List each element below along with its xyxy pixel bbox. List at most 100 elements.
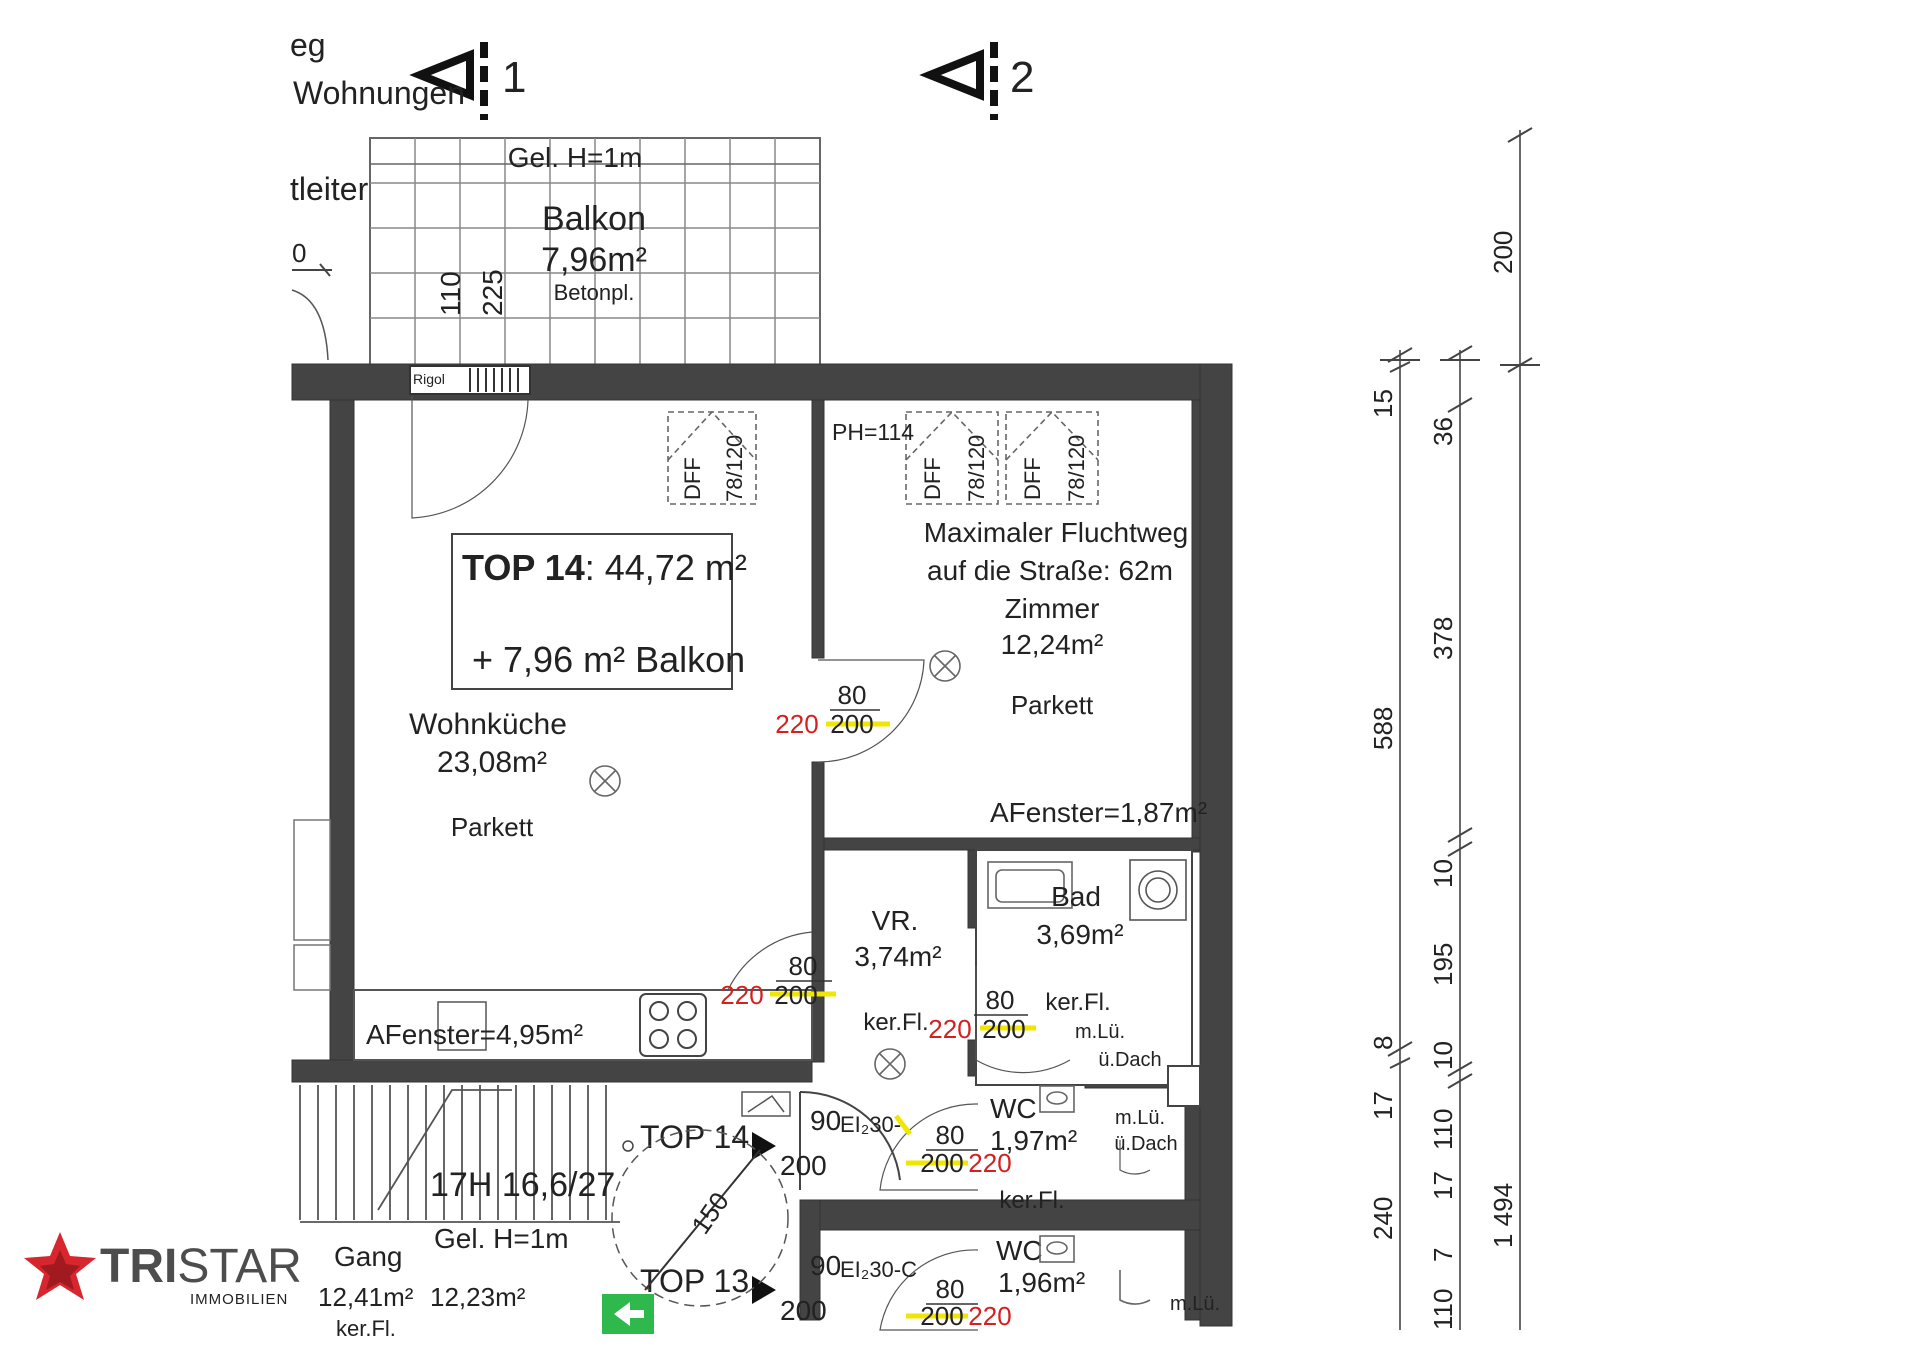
vr-floor: ker.Fl. bbox=[863, 1009, 928, 1036]
stair-spec: 17H 16,6/27 bbox=[430, 1166, 615, 1204]
wc2-door-width: 80 bbox=[936, 1274, 965, 1304]
yellow-mark bbox=[894, 1114, 912, 1136]
skylight-2-size: 78/120 bbox=[964, 435, 989, 502]
wc1-door-height-red: 220 bbox=[968, 1148, 1011, 1178]
balkon-dim-b: 225 bbox=[477, 269, 508, 316]
bad-name: Bad bbox=[1051, 881, 1101, 912]
top13-door-height: 200 bbox=[780, 1295, 827, 1326]
wc1-fixture bbox=[1119, 1140, 1151, 1175]
bad-vent-2: ü.Dach bbox=[1098, 1049, 1161, 1071]
top14-door-height: 200 bbox=[780, 1150, 827, 1181]
unit-balkon-line: + 7,96 m² Balkon bbox=[472, 639, 745, 680]
bad-door-height-red: 220 bbox=[928, 1014, 971, 1044]
wc1-vent-1: m.Lü. bbox=[1115, 1107, 1165, 1129]
wc1-area: 1,97m² bbox=[990, 1125, 1077, 1156]
ceiling-light-icon-zimmer bbox=[929, 650, 961, 682]
unit-box bbox=[451, 533, 733, 690]
kitchen-door-height: 200 bbox=[774, 980, 817, 1010]
top13-door-width: 90 bbox=[810, 1250, 841, 1281]
bad-door-height: 200 bbox=[982, 1014, 1025, 1044]
dimension-chains bbox=[1380, 127, 1540, 1330]
turning-circle bbox=[611, 1129, 789, 1307]
toilet-icon bbox=[1039, 1085, 1075, 1113]
logo-sub: IMMOBILIEN bbox=[190, 1291, 288, 1308]
wc1-name: WC bbox=[990, 1093, 1037, 1124]
logo-name-rest: STAR bbox=[177, 1240, 301, 1293]
section-marker-2-label: 2 bbox=[1010, 53, 1034, 102]
balkon-door-swing bbox=[411, 396, 529, 519]
wc2-door-height-red: 220 bbox=[968, 1301, 1011, 1331]
zimmer-door-height-red: 220 bbox=[775, 709, 818, 739]
shaft-symbol bbox=[741, 1091, 791, 1117]
wc1-floor: ker.Fl. bbox=[999, 1187, 1064, 1214]
zimmer-window-area: AFenster=1,87m² bbox=[990, 797, 1207, 828]
logo-name: TRISTAR bbox=[100, 1240, 302, 1293]
balkon-area: 7,96m² bbox=[541, 241, 647, 279]
dim-110b: 110 bbox=[1428, 1289, 1458, 1330]
vr-name: VR. bbox=[872, 905, 919, 936]
gang-floor: ker.Fl. bbox=[336, 1316, 396, 1341]
dim-110a: 110 bbox=[1428, 1109, 1458, 1150]
dim-588: 588 bbox=[1368, 707, 1398, 750]
balkon-grid bbox=[369, 137, 821, 367]
dim-1494: 1 494 bbox=[1488, 1183, 1518, 1248]
cut-text-1: eg bbox=[290, 27, 326, 63]
left-cut-fixtures bbox=[293, 819, 331, 991]
arrow-icon-top13 bbox=[752, 1276, 776, 1304]
dim-8: 8 bbox=[1368, 1036, 1398, 1050]
wc2-area: 1,96m² bbox=[998, 1267, 1085, 1298]
dim-195: 195 bbox=[1428, 943, 1458, 986]
wohnkueche-floor: Parkett bbox=[451, 812, 534, 842]
gang-area-2: 12,23m² bbox=[430, 1282, 526, 1312]
bad-floor: ker.Fl. bbox=[1045, 989, 1110, 1016]
wohnkueche-area: 23,08m² bbox=[437, 746, 547, 779]
balkon-dim-a: 110 bbox=[435, 271, 466, 316]
zimmer-door-width: 80 bbox=[838, 680, 867, 710]
unit-title-bold: TOP 14 bbox=[462, 547, 585, 588]
wc1-vent-2: ü.Dach bbox=[1114, 1133, 1177, 1155]
washbasin-icon bbox=[987, 861, 1073, 909]
dim-tick-left bbox=[292, 263, 332, 277]
ceiling-light-icon bbox=[589, 765, 621, 797]
top14-ei30: EI₂30- bbox=[840, 1112, 901, 1137]
tristar-star-icon bbox=[24, 1232, 96, 1300]
dim-15: 15 bbox=[1368, 389, 1398, 418]
dim-10b: 10 bbox=[1428, 1041, 1458, 1070]
section-marker-1-label: 1 bbox=[502, 53, 526, 102]
bad-shaft bbox=[1167, 1065, 1201, 1107]
wohnkueche-window-area: AFenster=4,95m² bbox=[366, 1019, 583, 1050]
cut-text-3: tleiter bbox=[290, 171, 369, 207]
emergency-exit-icon bbox=[602, 1294, 654, 1334]
bad-vent-1: m.Lü. bbox=[1075, 1021, 1125, 1043]
gang-area: 12,41m² bbox=[318, 1282, 414, 1312]
fluchtweg-note-2: auf die Straße: 62m bbox=[927, 555, 1173, 586]
bad-door-swing bbox=[975, 966, 1071, 1074]
tristar-logo: TRISTAR IMMOBILIEN bbox=[24, 1232, 302, 1308]
stove-icon bbox=[639, 993, 707, 1057]
kitchen-door-height-red: 220 bbox=[720, 980, 763, 1010]
dim-200: 200 bbox=[1488, 231, 1518, 274]
zimmer-door-swing bbox=[817, 659, 925, 763]
wohnkueche-name: Wohnküche bbox=[409, 708, 567, 741]
zimmer-floor: Parkett bbox=[1011, 690, 1094, 720]
skylight-2-dff: DFF bbox=[920, 457, 945, 500]
wc2-name: WC bbox=[996, 1235, 1043, 1266]
bad-walls bbox=[975, 849, 1193, 1086]
cut-door-arc bbox=[291, 289, 329, 361]
unit-title-area: : 44,72 m² bbox=[585, 547, 747, 588]
gang-label: Gang bbox=[334, 1241, 403, 1272]
balkon-surface: Betonpl. bbox=[554, 280, 635, 305]
bad-door-width: 80 bbox=[986, 985, 1015, 1015]
kitchen-door-swing bbox=[727, 931, 813, 991]
fluchtweg-note-1: Maximaler Fluchtweg bbox=[924, 517, 1189, 548]
section-marker-1: 1 bbox=[409, 42, 526, 120]
stair-railing: Gel. H=1m bbox=[434, 1223, 569, 1254]
balkon-railing: Gel. H=1m bbox=[508, 142, 643, 173]
zimmer-door-height: 200 bbox=[830, 709, 873, 739]
logo-name-bold: TRI bbox=[100, 1240, 177, 1293]
section-marker-2: 2 bbox=[919, 42, 1034, 120]
wc1-door-width: 80 bbox=[936, 1120, 965, 1150]
unit-title: TOP 14: 44,72 m² bbox=[462, 547, 747, 588]
dim-17b: 17 bbox=[1428, 1171, 1458, 1200]
skylight-3 bbox=[1005, 410, 1099, 505]
